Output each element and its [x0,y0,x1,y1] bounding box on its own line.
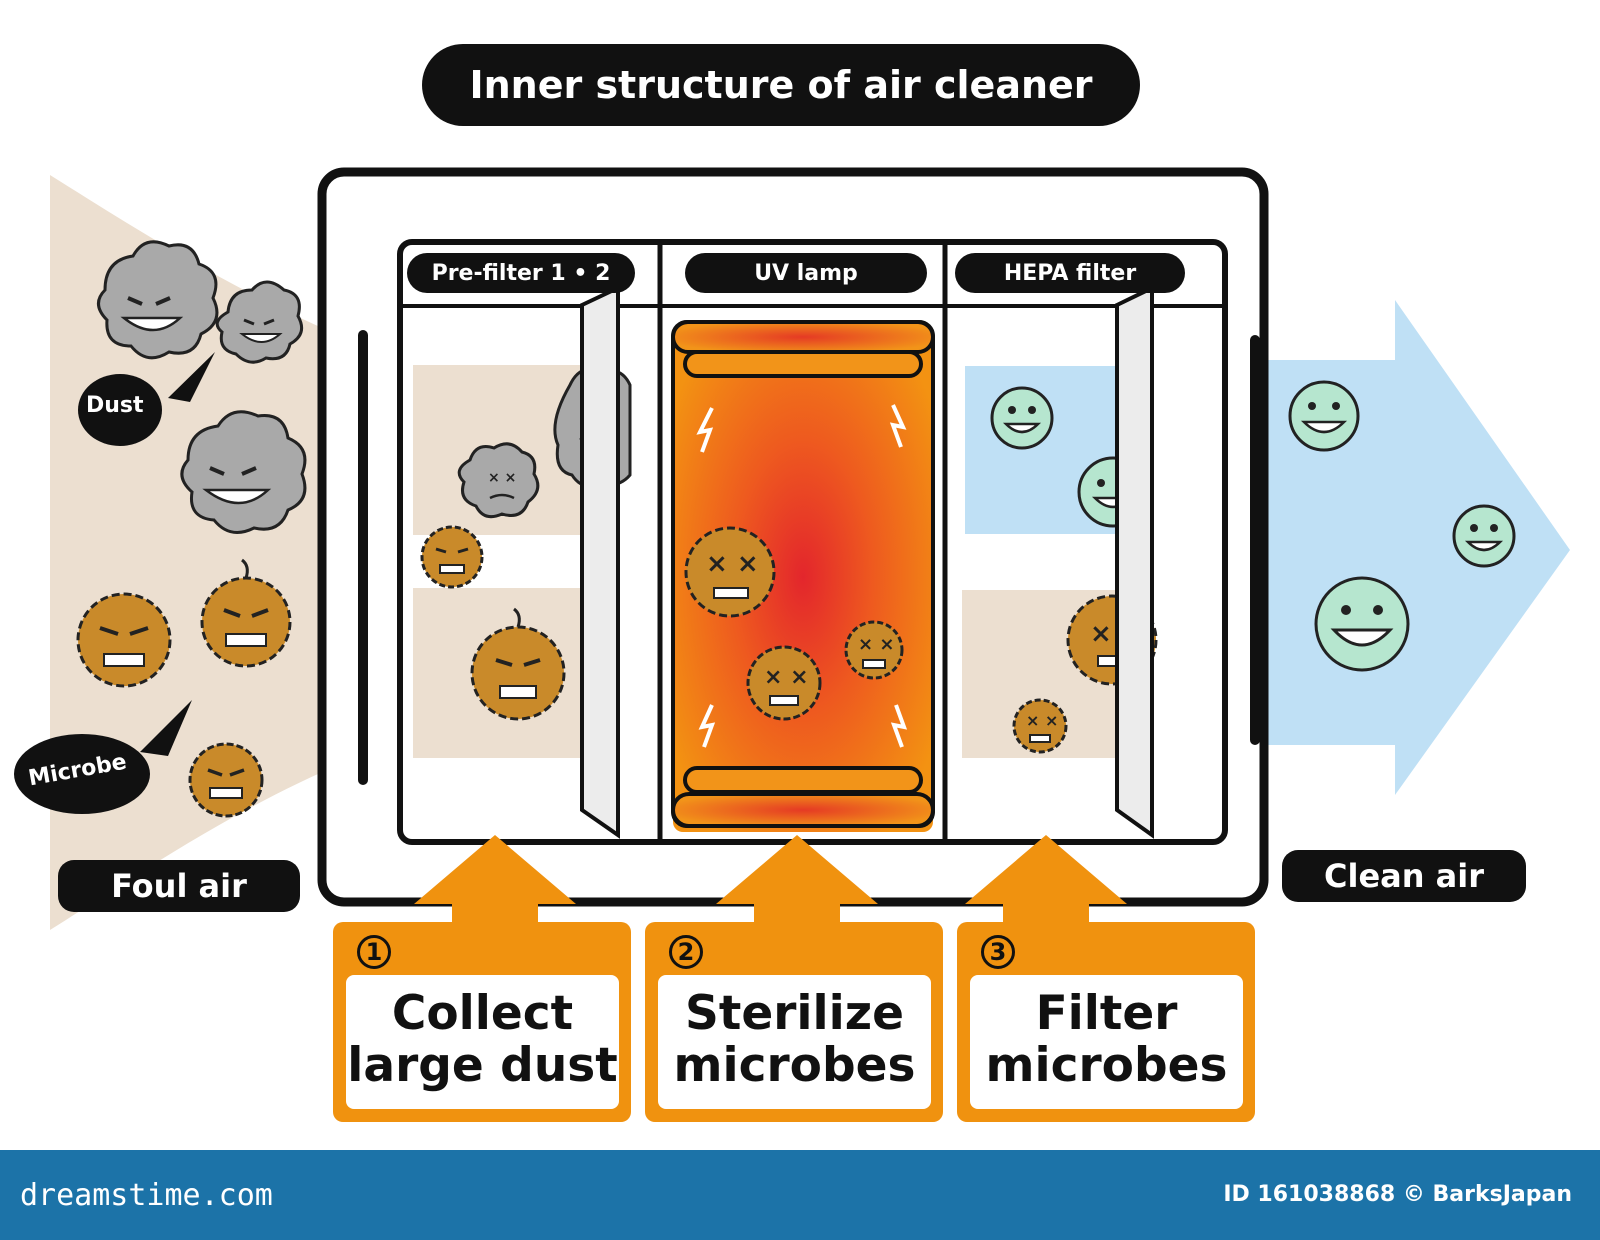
step-2-text: Sterilize microbes [658,988,931,1092]
step-2-panel [645,835,943,1122]
inlet-vent [358,330,368,785]
step-3-text: Filter microbes [970,988,1243,1092]
microbe-small [188,742,264,818]
microbe-sterilized: × × [746,645,822,721]
step-3-line-2: microbes [985,1038,1228,1093]
step-1-text: Collect large dust [346,988,619,1092]
uv-lamp-section: × × × × × × [671,320,935,832]
footer-bar [0,1150,1600,1240]
svg-text:× ×: × × [488,470,516,486]
microbe-captured [420,525,484,589]
step-3-line-1: Filter [1035,986,1178,1041]
diagram-title: Inner structure of air cleaner [422,44,1140,126]
microbe-bubble [14,700,192,814]
step-1-line-2: large dust [347,1038,618,1093]
svg-text:× ×: × × [764,665,809,690]
dust-particle-small [215,280,304,364]
microbe [76,592,172,688]
step-3-panel [957,835,1255,1122]
microbe [200,558,292,668]
section-label-hepa-filter: HEPA filter [955,253,1185,293]
step-1-panel [333,835,631,1122]
dust-label: Dust [86,393,144,418]
uv-spark [890,704,908,748]
uv-spark [889,404,907,448]
uv-tube-top [671,320,935,354]
step-1-line-1: Collect [391,986,574,1041]
footer-credit: ID 161038868 © BarksJapan [1223,1182,1572,1207]
foul-air-label: Foul air [58,860,300,912]
clean-air-label: Clean air [1282,850,1526,902]
uv-tube-bottom [683,766,923,794]
air-cleaner-diagram: × × × × [14,167,1570,1122]
footer-brand[interactable]: dreamstime.com [20,1178,273,1213]
prefilter-section: × × × × [413,284,632,839]
svg-text:× ×: × × [1026,711,1058,730]
clean-air-arrow [1258,300,1570,795]
smiley-face [990,386,1054,450]
step-1-number: 1 [357,935,391,969]
dust-bubble [78,352,215,446]
step-3-number: 3 [981,935,1015,969]
smiley-face [1452,504,1516,568]
smiley-face [1288,380,1360,452]
microbe-sterilized: × × [844,620,904,680]
microbe-trapped-small: × × [1012,698,1068,754]
outlet-vent [1250,335,1260,745]
step-2-line-2: microbes [673,1038,916,1093]
section-label-prefilter: Pre-filter 1 • 2 [407,253,635,293]
microbe-captured-large [470,607,566,721]
section-label-uv-lamp: UV lamp [685,253,927,293]
svg-text:× ×: × × [706,549,759,579]
microbe-sterilized: × × [684,526,776,618]
uv-spark [696,407,714,453]
step-2-number: 2 [669,935,703,969]
hepa-section: × × × × [962,284,1158,839]
prefilter-door [580,284,620,839]
smiley-face [1314,576,1410,672]
uv-spark [698,704,716,748]
step-2-line-1: Sterilize [685,986,904,1041]
svg-text:× ×: × × [858,634,894,655]
dust-particle [97,240,219,360]
dust-particle-captured-small: × × [457,442,540,519]
dust-particle [180,410,307,534]
hepa-door [1115,284,1154,839]
foul-air-stream [50,175,350,930]
